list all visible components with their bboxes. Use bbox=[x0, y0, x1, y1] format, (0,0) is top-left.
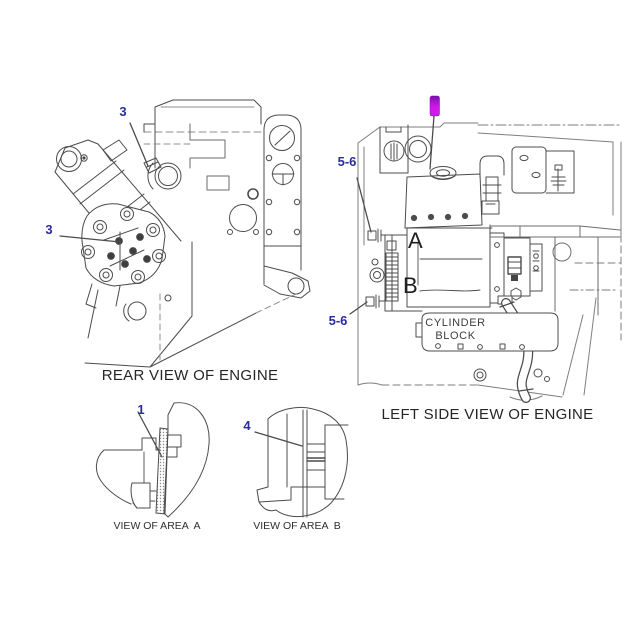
exhaust-elbow bbox=[479, 155, 505, 215]
area-a-leader-line bbox=[137, 411, 163, 458]
housing-section bbox=[96, 402, 210, 518]
area-b-leader-line bbox=[254, 431, 303, 447]
area-marker-b: B bbox=[403, 273, 418, 298]
oil-pan-panel bbox=[415, 312, 559, 382]
valve-cover bbox=[404, 166, 483, 229]
rear-bracket bbox=[511, 146, 575, 194]
cylinder-block-label: CYLINDER BLOCK bbox=[413, 317, 498, 343]
rear-view-drawing bbox=[54, 99, 311, 368]
frame-rails bbox=[489, 225, 621, 316]
cylinder-block-label-line2: BLOCK bbox=[435, 330, 476, 342]
mounting-bolts-left bbox=[365, 228, 387, 309]
area-marker-a: A bbox=[408, 228, 423, 253]
front-mount-plate bbox=[379, 124, 432, 174]
timing-gear-housing bbox=[369, 234, 423, 312]
cylinder-block-label-line1: CYLINDER bbox=[425, 317, 486, 329]
callout-1[interactable]: 1 bbox=[137, 402, 145, 417]
left-side-view-drawing bbox=[349, 95, 623, 403]
left-side-view-caption: LEFT SIDE VIEW OF ENGINE bbox=[381, 406, 594, 423]
callout-4[interactable]: 4 bbox=[243, 418, 251, 433]
starter-flange-bolts bbox=[81, 207, 166, 284]
machine-frame bbox=[357, 122, 623, 401]
area-a-caption: VIEW OF AREA A bbox=[113, 520, 201, 532]
rear-view-caption: REAR VIEW OF ENGINE bbox=[101, 367, 279, 384]
fuel-injection-pump bbox=[489, 232, 543, 304]
oil-filler-cap bbox=[429, 166, 457, 180]
rear-leader-lines bbox=[59, 122, 149, 243]
highlighted-callout-marker[interactable] bbox=[429, 95, 440, 117]
callout-3-upper[interactable]: 3 bbox=[119, 104, 127, 119]
callout-5-6-upper[interactable]: 5-6 bbox=[337, 154, 357, 169]
callout-3-lower[interactable]: 3 bbox=[45, 222, 53, 237]
leftview-leader-lines bbox=[349, 115, 435, 315]
area-b-drawing bbox=[254, 406, 349, 518]
engine-block-rear bbox=[84, 99, 311, 368]
area-a-drawing bbox=[96, 402, 210, 518]
callout-5-6-lower[interactable]: 5-6 bbox=[328, 313, 348, 328]
area-b-caption: VIEW OF AREA B bbox=[253, 520, 341, 532]
fitting-section bbox=[256, 406, 349, 518]
starter-motor bbox=[54, 139, 182, 339]
